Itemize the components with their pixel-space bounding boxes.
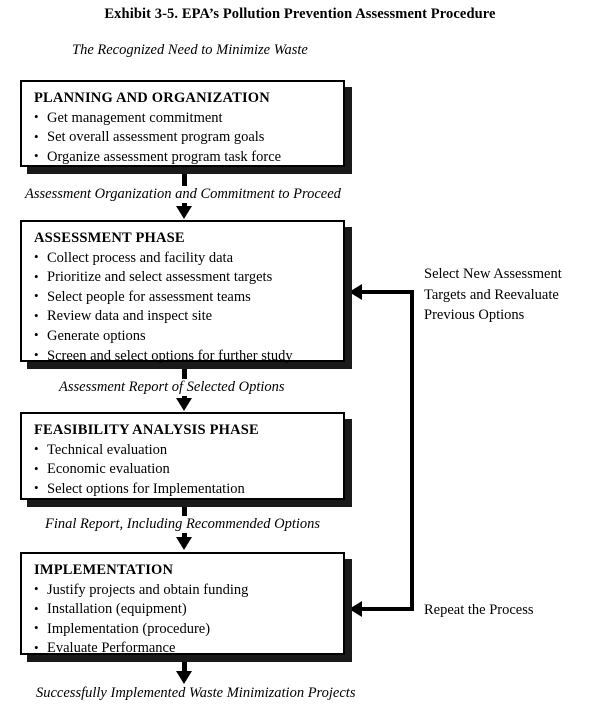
arrowhead-down-icon: [176, 206, 192, 219]
feedback-lower-label: Repeat the Process: [424, 602, 534, 618]
stage-box-implementation: IMPLEMENTATION Justify projects and obta…: [20, 552, 345, 656]
arrowhead-left-icon: [349, 284, 362, 300]
flow-label-assessment-organization: Assessment Organization and Commitment t…: [24, 186, 342, 203]
list-item: Organize assessment program task force: [34, 147, 333, 168]
list-item: Prioritize and select assessment targets: [34, 268, 333, 288]
list-item: Select options for Implementation: [34, 479, 333, 500]
feedback-upper-label-line: Select New Assessment: [424, 266, 562, 282]
flow-label-final-report: Final Report, Including Recommended Opti…: [44, 516, 322, 533]
arrowhead-down-icon: [176, 671, 192, 684]
stage-bullet-list: Collect process and facility data Priori…: [34, 248, 333, 367]
list-item: Screen and select options for further st…: [34, 346, 333, 367]
list-item: Get management commitment: [34, 108, 333, 129]
feedback-loop-vertical-line: [410, 290, 414, 611]
feedback-loop-upper-horizontal-line: [362, 290, 414, 294]
stage-box-content: PLANNING AND ORGANIZATION Get management…: [22, 82, 343, 175]
list-item: Evaluate Performance: [34, 639, 333, 659]
stage-title: FEASIBILITY ANALYSIS PHASE: [34, 422, 259, 438]
stage-box-feasibility-analysis-phase: FEASIBILITY ANALYSIS PHASE Technical eva…: [20, 412, 345, 500]
list-item: Review data and inspect site: [34, 307, 333, 327]
list-item: Set overall assessment program goals: [34, 128, 333, 148]
feedback-upper-label-line: Previous Options: [424, 307, 525, 324]
stage-box-assessment-phase: ASSESSMENT PHASE Collect process and fac…: [20, 220, 345, 364]
list-item: Generate options: [34, 326, 333, 347]
list-item: Collect process and facility data: [34, 248, 333, 269]
stage-box-content: FEASIBILITY ANALYSIS PHASE Technical eva…: [22, 414, 343, 507]
list-item: Justify projects and obtain funding: [34, 580, 333, 601]
list-item: Technical evaluation: [34, 440, 333, 461]
stage-bullet-list: Technical evaluation Economic evaluation…: [34, 440, 333, 500]
stage-box-content: IMPLEMENTATION Justify projects and obta…: [22, 554, 343, 667]
stage-box-planning-and-organization: PLANNING AND ORGANIZATION Get management…: [20, 80, 345, 167]
list-item: Installation (equipment): [34, 600, 333, 620]
stage-bullet-list: Get management commitment Set overall as…: [34, 108, 333, 168]
stage-title: PLANNING AND ORGANIZATION: [34, 90, 270, 106]
flow-label-assessment-report: Assessment Report of Selected Options: [58, 379, 286, 396]
list-item: Implementation (procedure): [34, 619, 333, 640]
stage-box-content: ASSESSMENT PHASE Collect process and fac…: [22, 222, 343, 374]
list-item: Economic evaluation: [34, 460, 333, 480]
outcome-label: Successfully Implemented Waste Minimizat…: [36, 685, 356, 701]
feedback-upper-label: Select New Assessment Targets and Reeval…: [424, 264, 562, 326]
connector-line-implementation-to-outcome: [182, 655, 187, 677]
stage-title: IMPLEMENTATION: [34, 562, 174, 578]
stage-title: ASSESSMENT PHASE: [34, 230, 185, 246]
feedback-upper-label-line: Targets and Reevaluate: [424, 286, 559, 303]
list-item: Select people for assessment teams: [34, 287, 333, 308]
arrowhead-down-icon: [176, 537, 192, 550]
feedback-loop-lower-horizontal-line: [362, 607, 414, 611]
arrowhead-down-icon: [176, 398, 192, 411]
intro-label: The Recognized Need to Minimize Waste: [72, 42, 308, 58]
page-title: Exhibit 3-5. EPA’s Pollution Prevention …: [104, 6, 496, 22]
stage-bullet-list: Justify projects and obtain funding Inst…: [34, 580, 333, 659]
arrowhead-left-icon: [349, 601, 362, 617]
